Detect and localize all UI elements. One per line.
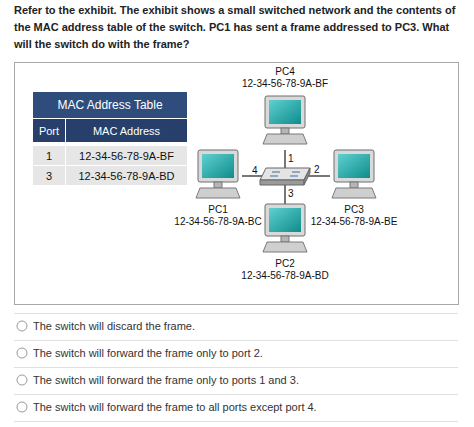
option-separators [14,314,458,422]
table-cell: 3 [33,166,65,185]
switch-symbol [260,168,310,185]
mac-address: 12-34-56-78-9A-BE [311,216,398,228]
pc-name: PC2 [241,258,328,270]
question-text: Refer to the exhibit. The exhibit shows … [14,2,466,53]
mac-address: 12-34-56-78-9A-BF [242,78,328,90]
pc-label-group: PC112-34-56-78-9A-BC [174,204,261,228]
table-header: Port [33,119,65,142]
answer-option: The switch will forward the frame to all… [33,399,317,415]
pc-label-group: PC212-34-56-78-9A-BD [241,258,328,282]
table-header: MAC Address [66,119,187,142]
pc-node: PC212-34-56-78-9A-BD [225,202,345,282]
pc-node: PC412-34-56-78-9A-BF [225,66,345,146]
port-number: 4 [252,165,258,176]
answer-option: The switch will forward the frame only t… [33,372,299,388]
mac-address: 12-34-56-78-9A-BD [241,270,328,282]
table-cell: 12-34-56-78-9A-BD [66,166,187,185]
table-cell: 1 [33,146,65,165]
pc-name: PC1 [174,204,261,216]
radio-buttons [17,321,27,412]
port-number: 3 [288,188,294,199]
pc-icon [261,94,309,146]
pc-name: PC3 [311,204,398,216]
pc-name: PC4 [242,66,328,78]
pc-label-group: PC312-34-56-78-9A-BE [311,204,398,228]
pc-icon [194,148,242,200]
table-cell: 12-34-56-78-9A-BF [66,146,187,165]
pc-label-group: PC412-34-56-78-9A-BF [242,66,328,90]
pc-icon [330,148,378,200]
network-wires [242,150,330,204]
exhibit-frame [15,63,459,305]
pc-icon [261,202,309,254]
pc-node: PC312-34-56-78-9A-BE [294,148,414,228]
mac-address: 12-34-56-78-9A-BC [174,216,261,228]
answer-option: The switch will discard the frame. [33,318,195,334]
table-title: MAC Address Table [33,92,187,118]
port-number: 1 [288,153,294,164]
port-number: 2 [314,164,320,175]
answer-option: The switch will forward the frame only t… [33,345,263,361]
